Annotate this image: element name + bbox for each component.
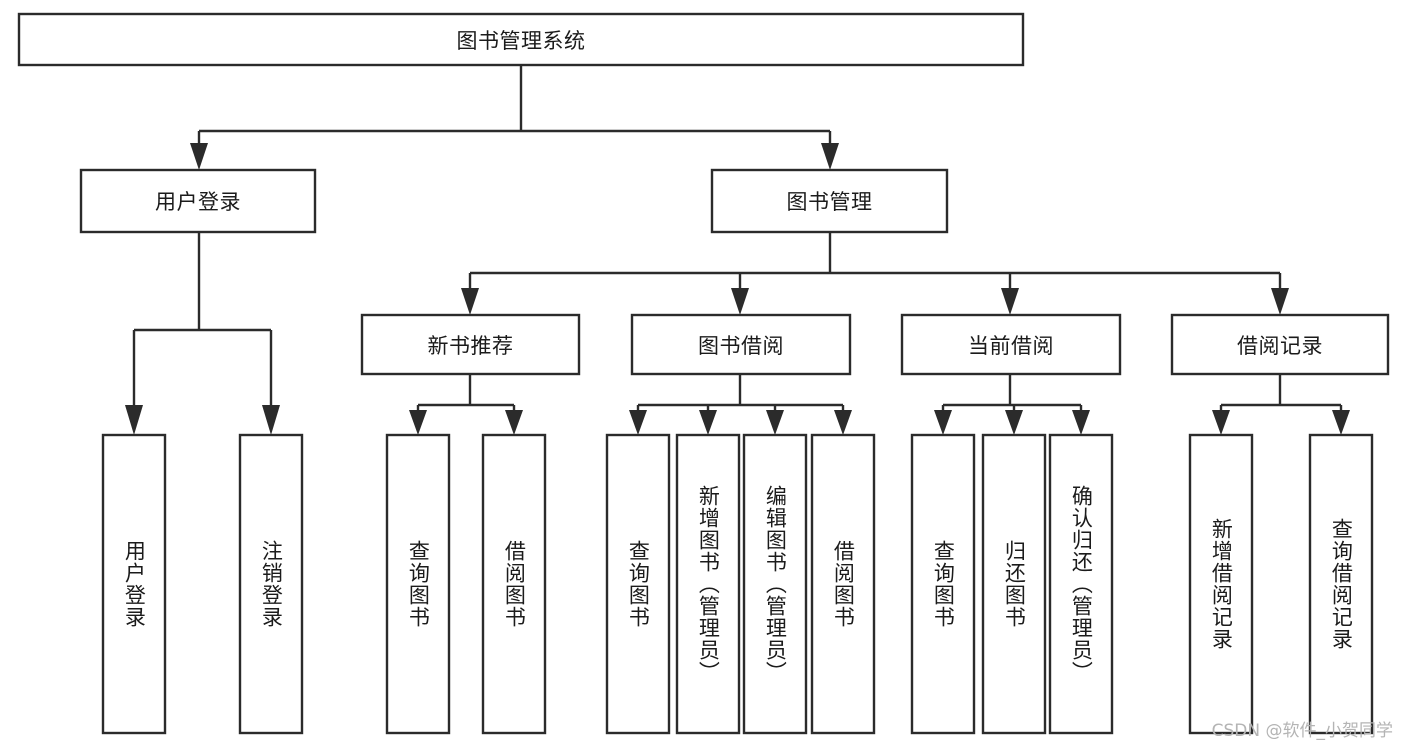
node-label-leaf-add-book: 新增图书（管理员） (696, 485, 721, 683)
node-box-leaf-add-record[interactable] (1188, 433, 1254, 735)
arrow-head-icon (125, 405, 143, 435)
watermark-text: CSDN @软件_小贺同学 (1211, 721, 1393, 741)
node-label-user-login: 用户登录 (155, 190, 241, 214)
node-label-leaf-query-book-2: 查询图书 (626, 540, 651, 628)
arrow-head-icon (731, 288, 749, 315)
node-label-leaf-query-record: 查询借阅记录 (1329, 518, 1354, 650)
connector-user-login-to-leaves (125, 232, 280, 435)
node-box-leaf-query-book-1[interactable] (385, 433, 451, 735)
node-box-leaf-user-login[interactable] (101, 433, 167, 735)
node-label-book-borrow: 图书借阅 (698, 333, 784, 358)
node-label-book-management: 图书管理 (786, 190, 873, 214)
arrow-head-icon (190, 143, 208, 170)
node-label-leaf-user-login: 用户登录 (122, 540, 147, 628)
node-label-leaf-borrow-book-1: 借阅图书 (502, 540, 527, 628)
connector-book-borrow-to-leaves (629, 374, 852, 435)
node-label-borrow-record: 借阅记录 (1237, 333, 1323, 358)
connector-root-to-level1 (190, 65, 839, 170)
node-label-leaf-borrow-book-2: 借阅图书 (831, 540, 856, 628)
node-label-leaf-query-book-3: 查询图书 (931, 540, 956, 628)
node-box-leaf-add-book[interactable] (675, 433, 741, 735)
node-box-leaf-confirm-return[interactable] (1048, 433, 1114, 735)
node-label-new-book-recommend: 新书推荐 (427, 333, 514, 358)
node-box-leaf-logout[interactable] (238, 433, 304, 735)
arrow-head-icon (629, 410, 647, 435)
connector-current-borrow-to-leaves (934, 374, 1090, 435)
arrow-head-icon (766, 410, 784, 435)
node-box-leaf-query-record[interactable] (1308, 433, 1374, 735)
arrow-head-icon (1005, 410, 1023, 435)
connector-borrow-record-to-leaves (1212, 374, 1350, 435)
arrow-head-icon (934, 410, 952, 435)
node-box-leaf-return-book[interactable] (981, 433, 1047, 735)
node-box-new-book-recommend[interactable] (360, 313, 581, 376)
node-label-leaf-return-book: 归还图书 (1002, 540, 1027, 628)
node-label-leaf-confirm-return: 确认归还（管理员） (1069, 485, 1094, 683)
arrow-head-icon (1001, 288, 1019, 315)
arrow-head-icon (1212, 410, 1230, 435)
node-label-leaf-add-record: 新增借阅记录 (1209, 518, 1234, 650)
arrow-head-icon (821, 143, 839, 170)
node-box-leaf-query-book-3[interactable] (910, 433, 976, 735)
arrow-head-icon (1271, 288, 1289, 315)
node-box-leaf-query-book-2[interactable] (605, 433, 671, 735)
connector-book-management-to-level2 (461, 232, 1289, 315)
node-box-leaf-borrow-book-1[interactable] (481, 433, 547, 735)
arrow-head-icon (699, 410, 717, 435)
node-label-root: 图书管理系统 (456, 28, 586, 53)
node-label-leaf-edit-book: 编辑图书（管理员） (763, 485, 788, 683)
arrow-head-icon (262, 405, 280, 435)
arrow-head-icon (1072, 410, 1090, 435)
node-label-leaf-logout: 注销登录 (259, 540, 284, 628)
node-label-leaf-query-book-1: 查询图书 (406, 540, 431, 628)
node-label-current-borrow: 当前借阅 (968, 333, 1054, 358)
arrow-head-icon (1332, 410, 1350, 435)
arrow-head-icon (834, 410, 852, 435)
node-box-user-login[interactable] (79, 168, 317, 234)
node-box-current-borrow[interactable] (900, 313, 1122, 376)
node-box-leaf-borrow-book-2[interactable] (810, 433, 876, 735)
arrow-head-icon (409, 410, 427, 435)
connector-new-book-recommend-to-leaves (409, 374, 523, 435)
arrow-head-icon (505, 410, 523, 435)
node-box-root[interactable] (17, 12, 1025, 67)
arrow-head-icon (461, 288, 479, 315)
